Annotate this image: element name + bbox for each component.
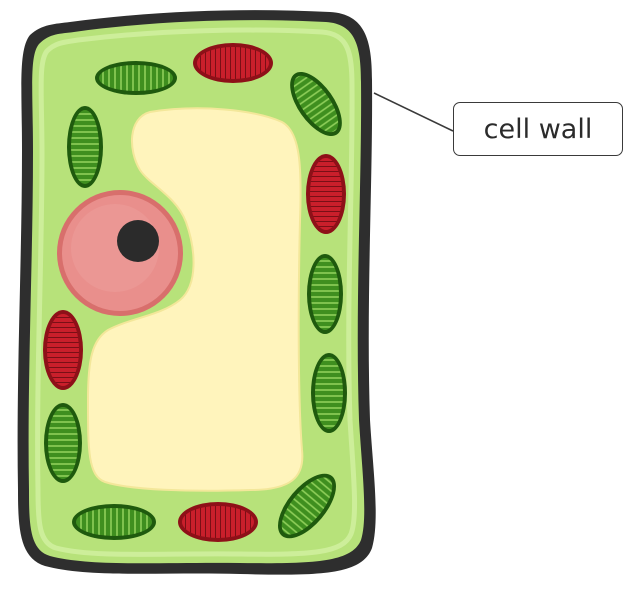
callout-leader-line	[373, 92, 454, 132]
chloroplast	[44, 403, 82, 483]
cytoplasm-rim	[35, 27, 358, 557]
nucleus	[57, 190, 183, 316]
nucleolus	[117, 220, 159, 262]
mitochondrion	[306, 154, 346, 234]
chloroplast	[67, 106, 103, 188]
mitochondrion	[43, 310, 83, 390]
mitochondrion	[193, 43, 273, 83]
cell-wall-callout: cell wall	[453, 102, 623, 156]
chloroplast	[307, 254, 343, 334]
chloroplast	[311, 353, 347, 433]
chloroplast	[290, 71, 342, 137]
chloroplast	[95, 61, 177, 95]
mitochondrion	[178, 502, 258, 542]
chloroplast	[72, 504, 156, 540]
cell-wall-label: cell wall	[483, 113, 593, 145]
chloroplast	[278, 473, 336, 539]
vacuole	[86, 107, 304, 492]
